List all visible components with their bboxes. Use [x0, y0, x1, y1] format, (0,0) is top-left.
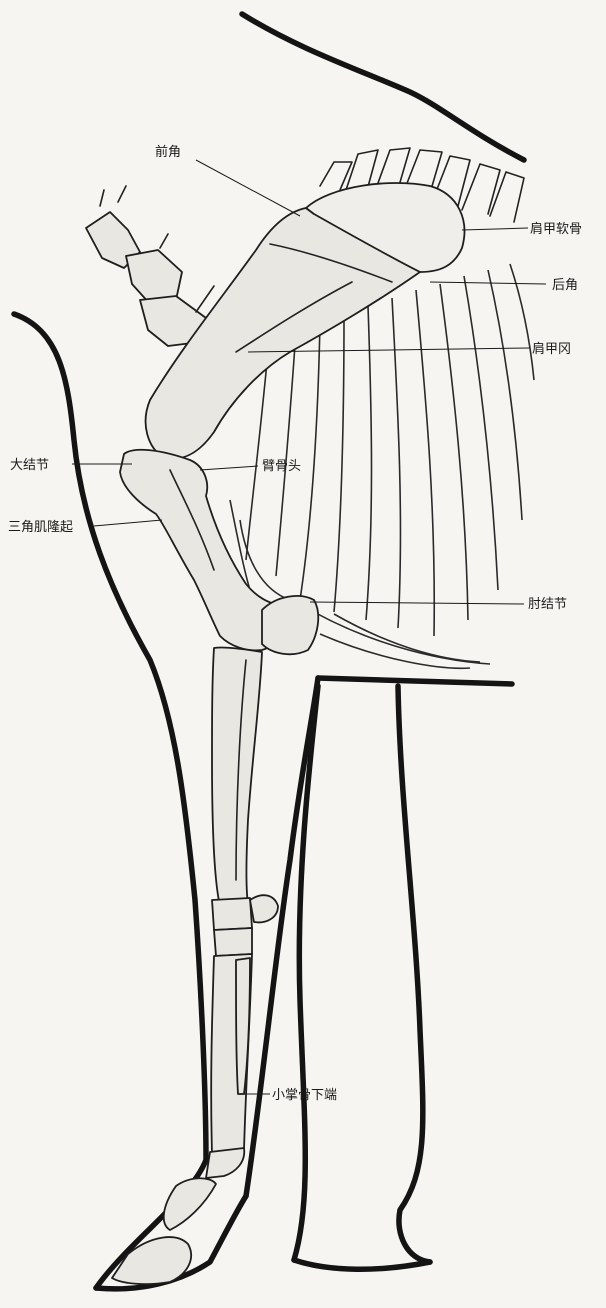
far-leg-front: [294, 686, 318, 1260]
coffin-bone: [112, 1237, 191, 1284]
metacarpal-bones: [211, 954, 252, 1154]
back-line: [242, 14, 524, 160]
far-leg-back: [398, 686, 430, 1262]
far-hoof: [294, 1260, 430, 1269]
label-anterior-angle: 前角: [155, 144, 181, 160]
radius: [212, 647, 262, 906]
fetlock: [206, 1148, 244, 1178]
pastern: [164, 1178, 216, 1230]
accessory-carpal: [250, 895, 278, 922]
label-humeral-head: 臂骨头: [262, 459, 301, 474]
label-posterior-angle: 后角: [552, 278, 578, 293]
label-small-metacarpal-distal-end: 小掌骨下端: [272, 1088, 337, 1103]
digit-bones: [112, 1148, 244, 1284]
olecranon: [262, 596, 318, 654]
cervical-vertebrae: [86, 186, 214, 346]
label-scapular-cartilage: 肩甲软骨: [530, 221, 582, 237]
label-deltoid-tuberosity: 三角肌隆起: [8, 520, 73, 535]
carpal-bones: [212, 895, 278, 956]
label-greater-tubercle: 大结节: [10, 458, 49, 473]
label-olecranon: 肘结节: [528, 597, 567, 612]
label-scapular-spine: 肩甲冈: [532, 341, 571, 357]
small-metacarpal: [236, 958, 250, 1094]
belly-line: [318, 678, 512, 684]
